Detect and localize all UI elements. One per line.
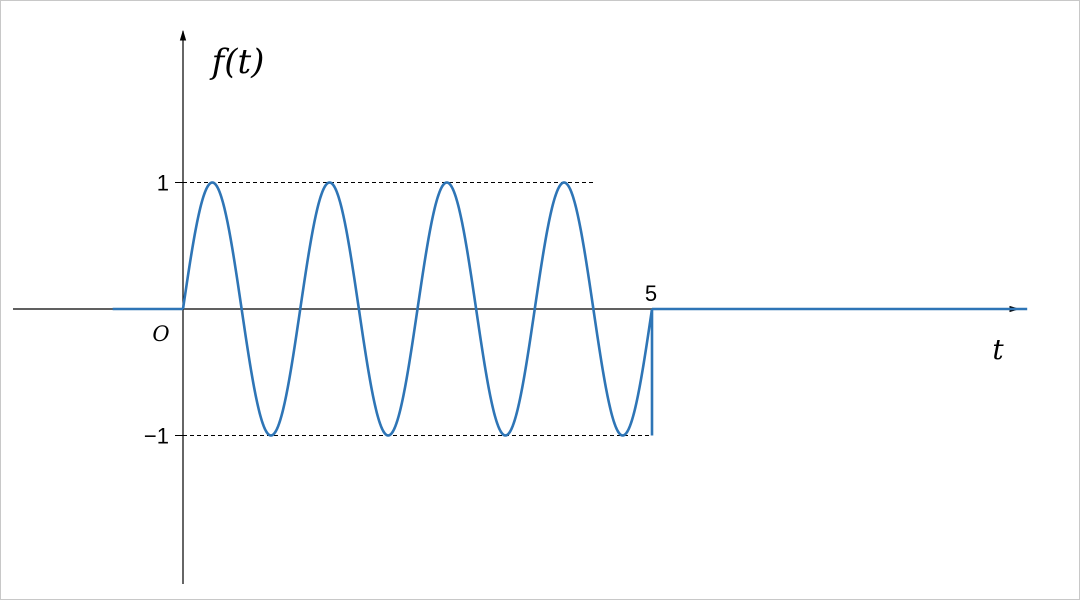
axis-ticks: 1 −1 5 [144,171,657,449]
series-group [112,181,1028,437]
y-tick-label: 1 [157,171,169,196]
series-line-0 [112,181,1028,437]
y-axis-label: f(t) [209,42,265,82]
x-axis-label: t [992,333,1004,366]
reference-lines [183,182,652,436]
origin-label: O [152,322,169,346]
x-tick-label: 5 [645,281,657,306]
axis-labels: f(t) t O [152,42,1004,366]
y-tick-label: −1 [144,424,169,449]
